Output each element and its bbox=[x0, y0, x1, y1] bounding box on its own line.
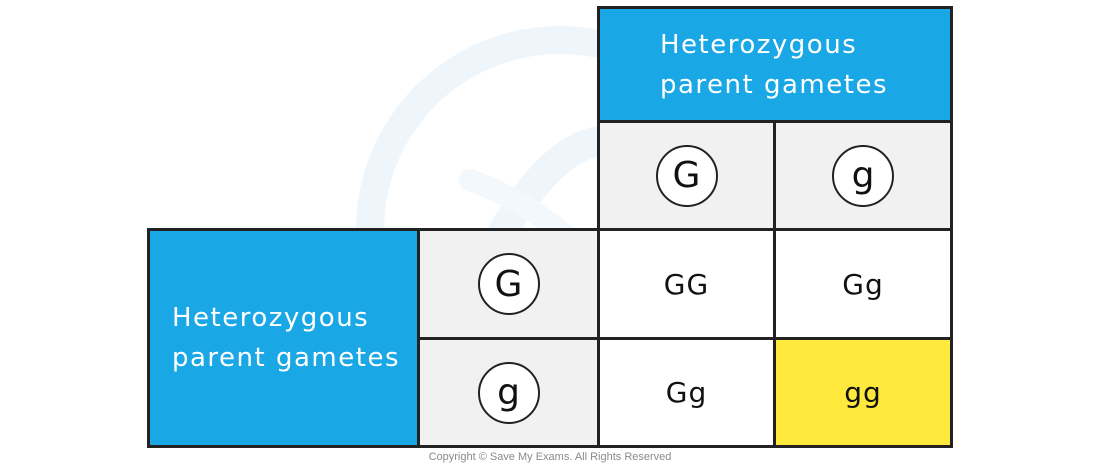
left-header-line-2: parent gametes bbox=[172, 343, 400, 373]
offspring-cell-1-1: GG bbox=[597, 228, 776, 340]
left-parent-header: Heterozygous parent gametes bbox=[147, 228, 420, 448]
top-parent-header: Heterozygous parent gametes bbox=[597, 6, 953, 123]
top-gamete-cell-2: g bbox=[773, 120, 953, 231]
top-header-line-2: parent gametes bbox=[660, 69, 888, 100]
top-gamete-2: g bbox=[832, 144, 894, 207]
left-gamete-cell-2: g bbox=[417, 337, 600, 448]
offspring-cell-1-2: Gg bbox=[773, 228, 953, 340]
top-gamete-1: G bbox=[655, 144, 718, 207]
top-header-line-1: Heterozygous bbox=[660, 29, 858, 60]
left-gamete-cell-1: G bbox=[417, 228, 600, 340]
left-gamete-1: G bbox=[477, 253, 540, 315]
copyright-text: Copyright © Save My Exams. All Rights Re… bbox=[428, 451, 672, 463]
offspring-cell-2-1: Gg bbox=[597, 337, 776, 448]
offspring-cell-2-2-highlighted: gg bbox=[773, 337, 953, 448]
left-parent-header-text: Heterozygous parent gametes bbox=[172, 298, 400, 378]
left-header-line-1: Heterozygous bbox=[172, 303, 370, 333]
top-gamete-cell-1: G bbox=[597, 120, 776, 231]
top-parent-header-text: Heterozygous parent gametes bbox=[660, 25, 888, 105]
left-gamete-2: g bbox=[477, 361, 540, 424]
